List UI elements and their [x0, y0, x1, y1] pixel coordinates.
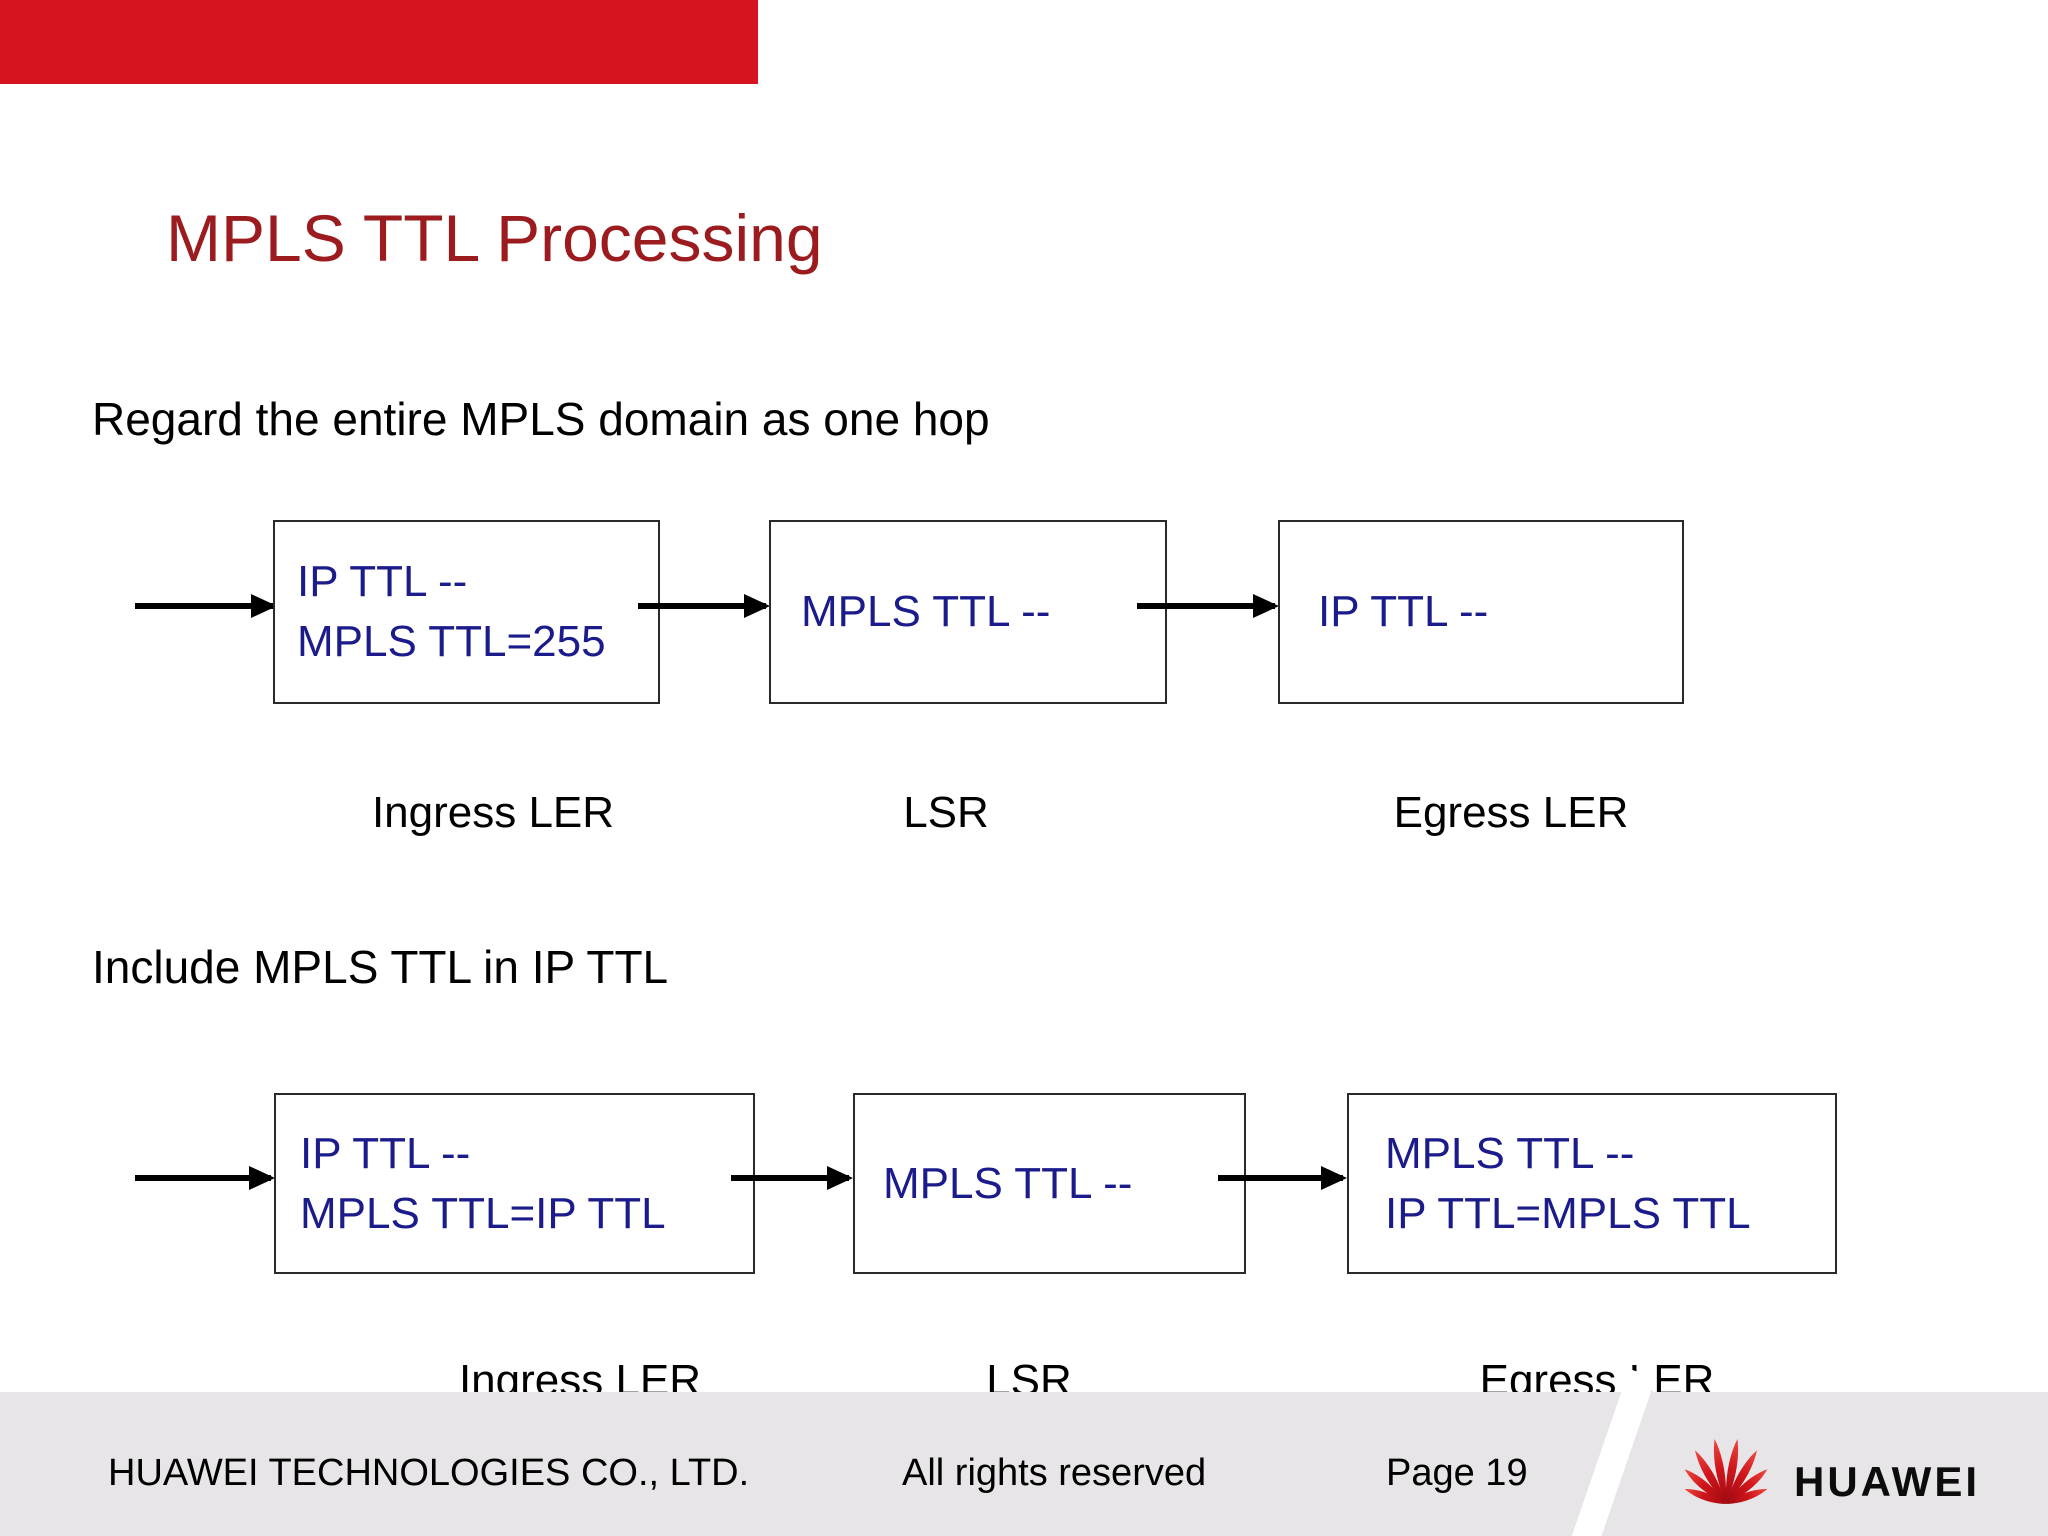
top-accent-bar: [0, 0, 758, 84]
box-text-line: IP TTL --: [1318, 587, 1489, 636]
flow-arrow-icon: [731, 1166, 853, 1190]
diagram-box-egress-ler-2: MPLS TTL -- IP TTL=MPLS TTL: [1347, 1093, 1837, 1274]
node-label: Ingress LER: [371, 788, 615, 837]
diagram-box-ingress-ler-1: IP TTL -- MPLS TTL=255: [273, 520, 660, 704]
footer-rights: All rights reserved: [902, 1452, 1207, 1494]
flow-arrow-icon: [135, 1166, 275, 1190]
footer-company: HUAWEI TECHNOLOGIES CO., LTD.: [108, 1452, 750, 1494]
box-text-line: MPLS TTL --: [883, 1158, 1133, 1208]
section1-heading: Regard the entire MPLS domain as one hop: [92, 393, 990, 445]
section2-heading: Include MPLS TTL in IP TTL: [92, 941, 669, 993]
diagram-box-lsr-2: MPLS TTL --: [853, 1093, 1246, 1274]
huawei-logo-icon: [1684, 1439, 1768, 1504]
diagram-box-ingress-ler-2: IP TTL -- MPLS TTL=IP TTL: [274, 1093, 755, 1274]
box-text-line: MPLS TTL --: [801, 587, 1051, 636]
box-text-line: IP TTL=MPLS TTL: [1385, 1188, 1751, 1238]
diagram-box-lsr-1: MPLS TTL --: [769, 520, 1167, 704]
flow-arrow-icon: [135, 594, 277, 618]
flow-arrow-icon: [1218, 1166, 1347, 1190]
flow-arrow-icon: [638, 594, 770, 618]
footer-page-number: Page 19: [1386, 1452, 1528, 1494]
diagram-box-egress-ler-1: IP TTL --: [1278, 520, 1684, 704]
page-title: MPLS TTL Processing: [166, 201, 823, 275]
node-label: Egress LER: [1393, 788, 1629, 837]
box-text-line: IP TTL --: [297, 557, 468, 606]
box-text-line: MPLS TTL --: [1385, 1128, 1635, 1178]
node-label: LSR: [903, 788, 989, 837]
box-text-line: MPLS TTL=255: [297, 617, 606, 666]
flow-arrow-icon: [1137, 594, 1279, 618]
huawei-wordmark: HUAWEI: [1794, 1458, 1980, 1505]
box-text-line: MPLS TTL=IP TTL: [300, 1188, 666, 1238]
box-text-line: IP TTL --: [300, 1128, 471, 1178]
